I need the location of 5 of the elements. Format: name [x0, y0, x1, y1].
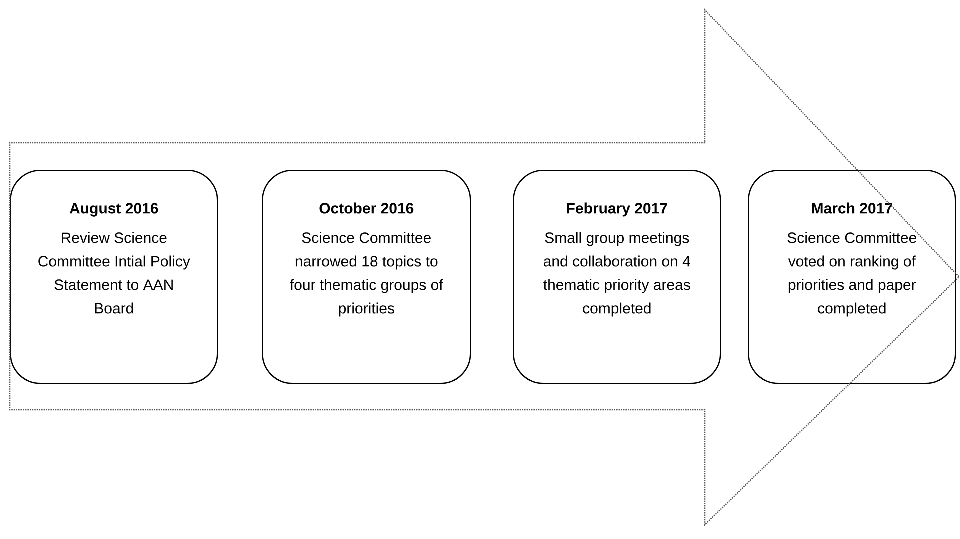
milestone-box: March 2017 Science Committee voted on ranking of priorities and paper completed: [748, 170, 956, 384]
milestone-box: February 2017 Small group meetings and collaboration on 4 thematic priority areas completed: [513, 170, 722, 384]
milestone-box: October 2016 Science Committee narrowed 18 topics to four thematic groups of priorities: [262, 170, 472, 384]
milestone-box: August 2016 Review Science Committee Intial Policy Statement to AAN Board: [10, 170, 218, 384]
block-arrow: [9, 8, 960, 527]
